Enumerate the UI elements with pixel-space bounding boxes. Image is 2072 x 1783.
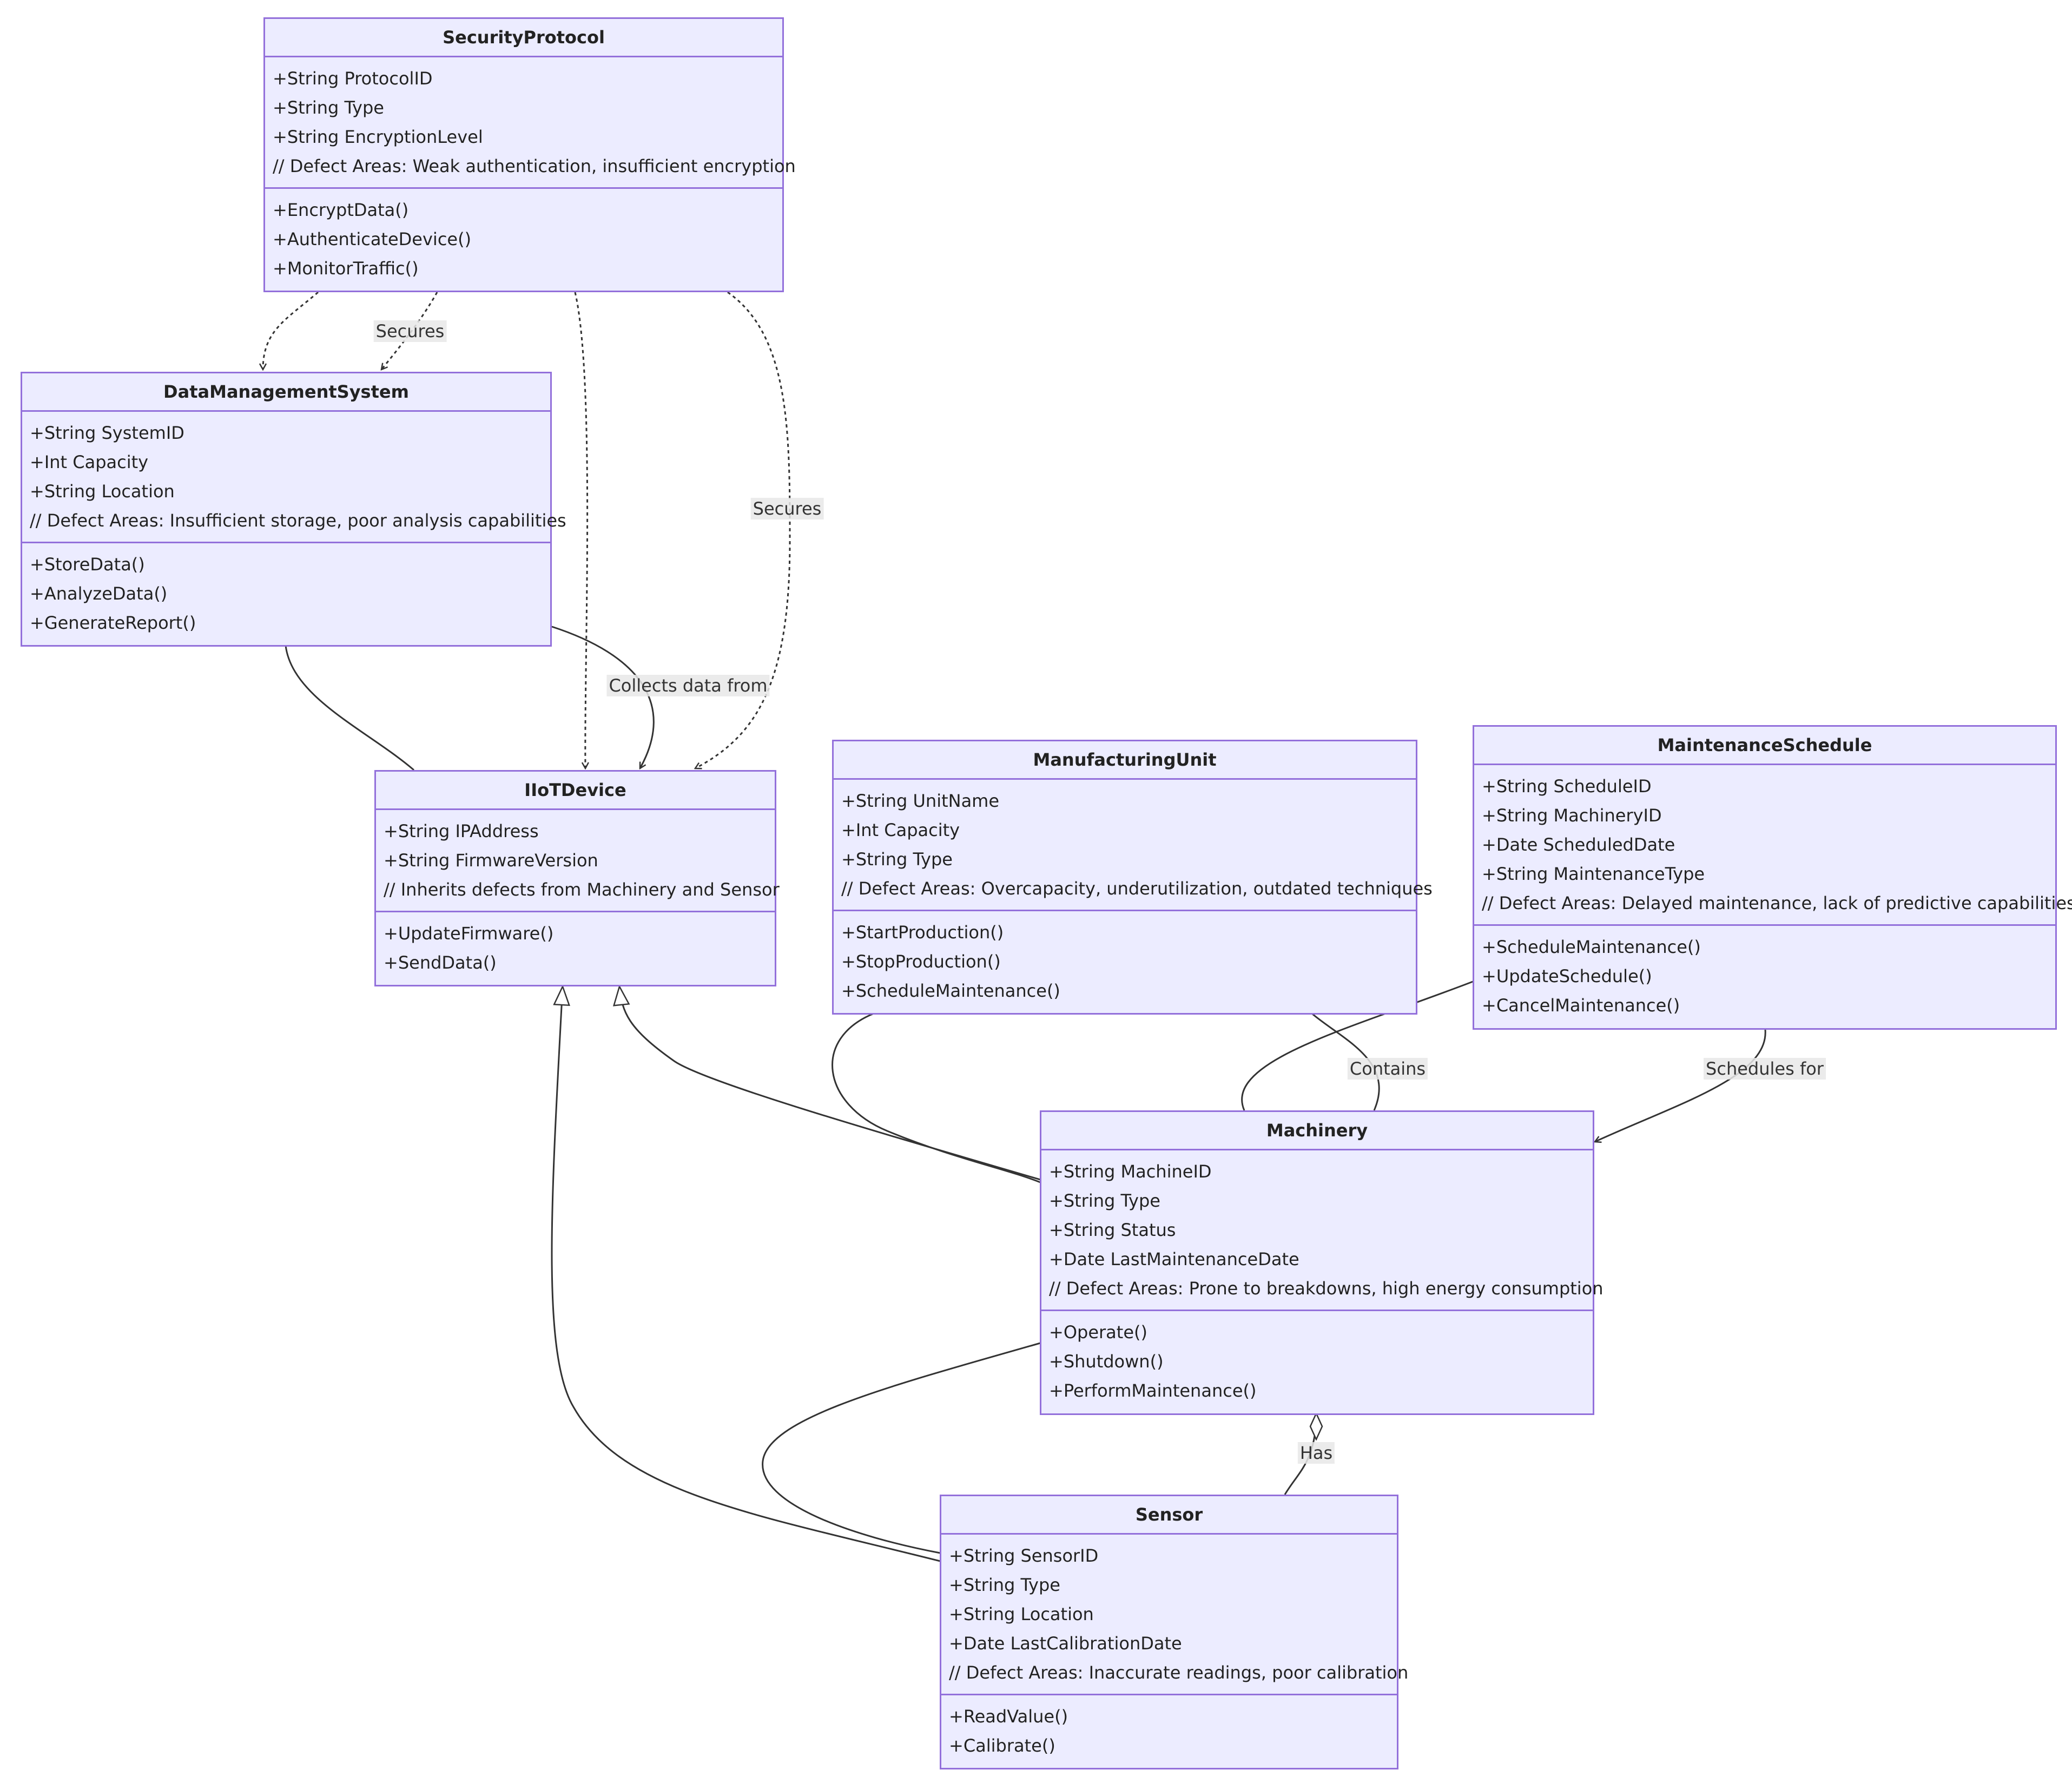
attribute: +String ProtocolID bbox=[273, 68, 433, 89]
edge-collects bbox=[551, 626, 655, 768]
label-has: Has bbox=[1297, 1442, 1335, 1464]
edge-contains bbox=[1311, 1012, 1380, 1111]
edge-ms-machinery bbox=[1241, 980, 1475, 1111]
edge-secures-iiot-a bbox=[574, 292, 588, 768]
defect-note: // Inherits defects from Machinery and S… bbox=[384, 879, 780, 900]
edge-machinery-sensor bbox=[762, 1342, 1041, 1554]
label-secures-2: Secures bbox=[750, 498, 824, 519]
method: +ReadValue() bbox=[949, 1706, 1068, 1727]
method: +MonitorTraffic() bbox=[273, 258, 419, 279]
attribute: +String FirmwareVersion bbox=[384, 850, 598, 871]
attributes-section: +String IPAddress +String FirmwareVersio… bbox=[376, 810, 780, 911]
class-title: SecurityProtocol bbox=[265, 19, 782, 57]
method: +Shutdown() bbox=[1049, 1351, 1164, 1372]
methods-section: +StoreData() +AnalyzeData() +GenerateRep… bbox=[22, 542, 550, 644]
class-machinery[interactable]: Machinery +String MachineID +String Type… bbox=[1040, 1110, 1604, 1415]
attribute: +String ScheduleID bbox=[1482, 776, 1652, 797]
attribute: +String Type bbox=[273, 97, 384, 118]
method: +CancelMaintenance() bbox=[1482, 995, 1680, 1016]
methods-section: +Operate() +Shutdown() +PerformMaintenan… bbox=[1041, 1310, 1593, 1412]
class-maintenance-schedule[interactable]: MaintenanceSchedule +String ScheduleID +… bbox=[1473, 725, 2072, 1030]
label-schedules-for: Schedules for bbox=[1704, 1058, 1826, 1080]
attribute: +Date LastMaintenanceDate bbox=[1049, 1249, 1299, 1269]
methods-section: +EncryptData() +AuthenticateDevice() +Mo… bbox=[265, 187, 782, 290]
method: +UpdateSchedule() bbox=[1482, 966, 1652, 986]
label-secures-1: Secures bbox=[373, 320, 447, 342]
attribute: +String Type bbox=[1049, 1190, 1160, 1211]
attributes-section: +String ScheduleID +String MachineryID +… bbox=[1474, 765, 2072, 924]
method: +UpdateFirmware() bbox=[384, 923, 554, 944]
class-title: Machinery bbox=[1041, 1112, 1593, 1150]
method: +EncryptData() bbox=[273, 200, 409, 220]
attributes-section: +String SensorID +String Type +String Lo… bbox=[941, 1535, 1409, 1694]
defect-note: // Defect Areas: Overcapacity, underutil… bbox=[841, 878, 1433, 899]
edge-mu-machinery bbox=[832, 1012, 1041, 1183]
method: +ScheduleMaintenance() bbox=[841, 981, 1060, 1001]
defect-note: // Defect Areas: Weak authentication, in… bbox=[273, 156, 796, 176]
attribute: +String SystemID bbox=[30, 423, 184, 443]
edge-dms-iiot bbox=[285, 645, 414, 771]
attributes-section: +String SystemID +Int Capacity +String L… bbox=[22, 412, 566, 542]
attributes-section: +String MachineID +String Type +String S… bbox=[1041, 1150, 1604, 1310]
attribute: +Date ScheduledDate bbox=[1482, 834, 1675, 855]
attribute: +String Location bbox=[30, 481, 175, 502]
edge-secures-iiot-b bbox=[695, 291, 791, 768]
method: +SendData() bbox=[384, 952, 497, 973]
edge-inherit-machinery bbox=[612, 984, 1041, 1181]
class-title: IIoTDevice bbox=[376, 772, 775, 810]
attribute: +String Location bbox=[949, 1604, 1094, 1624]
method: +StoreData() bbox=[30, 554, 145, 575]
attribute: +String UnitName bbox=[841, 791, 1000, 811]
label-contains: Contains bbox=[1347, 1058, 1428, 1080]
defect-note: // Defect Areas: Inaccurate readings, po… bbox=[949, 1662, 1409, 1683]
method: +Calibrate() bbox=[949, 1735, 1055, 1756]
attribute: +String SensorID bbox=[949, 1545, 1099, 1566]
edge-secures-dms-a bbox=[263, 291, 319, 370]
class-security-protocol[interactable]: SecurityProtocol +String ProtocolID +Str… bbox=[263, 17, 796, 292]
attribute: +String MaintenanceType bbox=[1482, 864, 1705, 884]
method: +PerformMaintenance() bbox=[1049, 1380, 1257, 1401]
methods-section: +ScheduleMaintenance() +UpdateSchedule()… bbox=[1474, 924, 2055, 1027]
attribute: +String MachineryID bbox=[1482, 805, 1662, 826]
attribute: +String IPAddress bbox=[384, 821, 539, 841]
attribute: +String MachineID bbox=[1049, 1161, 1212, 1182]
class-iiot-device[interactable]: IIoTDevice +String IPAddress +String Fir… bbox=[374, 770, 780, 986]
method: +ScheduleMaintenance() bbox=[1482, 937, 1701, 957]
method: +Operate() bbox=[1049, 1322, 1147, 1343]
attribute: +String EncryptionLevel bbox=[273, 127, 483, 147]
class-sensor[interactable]: Sensor +String SensorID +String Type +St… bbox=[940, 1495, 1409, 1769]
label-collects: Collects data from bbox=[606, 675, 770, 696]
edge-schedules-for bbox=[1595, 1029, 1766, 1142]
method: +StopProduction() bbox=[841, 951, 1001, 972]
class-data-management-system[interactable]: DataManagementSystem +String SystemID +I… bbox=[21, 372, 566, 647]
attribute: +String Status bbox=[1049, 1220, 1176, 1240]
defect-note: // Defect Areas: Delayed maintenance, la… bbox=[1482, 893, 2072, 913]
methods-section: +UpdateFirmware() +SendData() bbox=[376, 911, 775, 984]
attribute: +String Type bbox=[949, 1575, 1060, 1595]
methods-section: +StartProduction() +StopProduction() +Sc… bbox=[834, 910, 1416, 1012]
attribute: +String Type bbox=[841, 849, 953, 870]
attribute: +Int Capacity bbox=[30, 452, 149, 472]
method: +GenerateReport() bbox=[30, 613, 196, 633]
method: +AnalyzeData() bbox=[30, 583, 168, 604]
attribute: +Date LastCalibrationDate bbox=[949, 1633, 1182, 1654]
attributes-section: +String ProtocolID +String Type +String … bbox=[265, 57, 796, 187]
class-manufacturing-unit[interactable]: ManufacturingUnit +String UnitName +Int … bbox=[832, 740, 1433, 1015]
methods-section: +ReadValue() +Calibrate() bbox=[941, 1694, 1397, 1767]
method: +AuthenticateDevice() bbox=[273, 229, 472, 249]
class-title: DataManagementSystem bbox=[22, 373, 550, 412]
class-title: ManufacturingUnit bbox=[834, 741, 1416, 780]
attributes-section: +String UnitName +Int Capacity +String T… bbox=[834, 780, 1433, 910]
method: +StartProduction() bbox=[841, 922, 1004, 943]
edge-inherit-sensor bbox=[551, 984, 941, 1562]
class-title: Sensor bbox=[941, 1496, 1397, 1535]
class-title: MaintenanceSchedule bbox=[1474, 727, 2055, 765]
defect-note: // Defect Areas: Prone to breakdowns, hi… bbox=[1049, 1278, 1604, 1299]
attribute: +Int Capacity bbox=[841, 820, 960, 840]
defect-note: // Defect Areas: Insufficient storage, p… bbox=[30, 510, 566, 531]
